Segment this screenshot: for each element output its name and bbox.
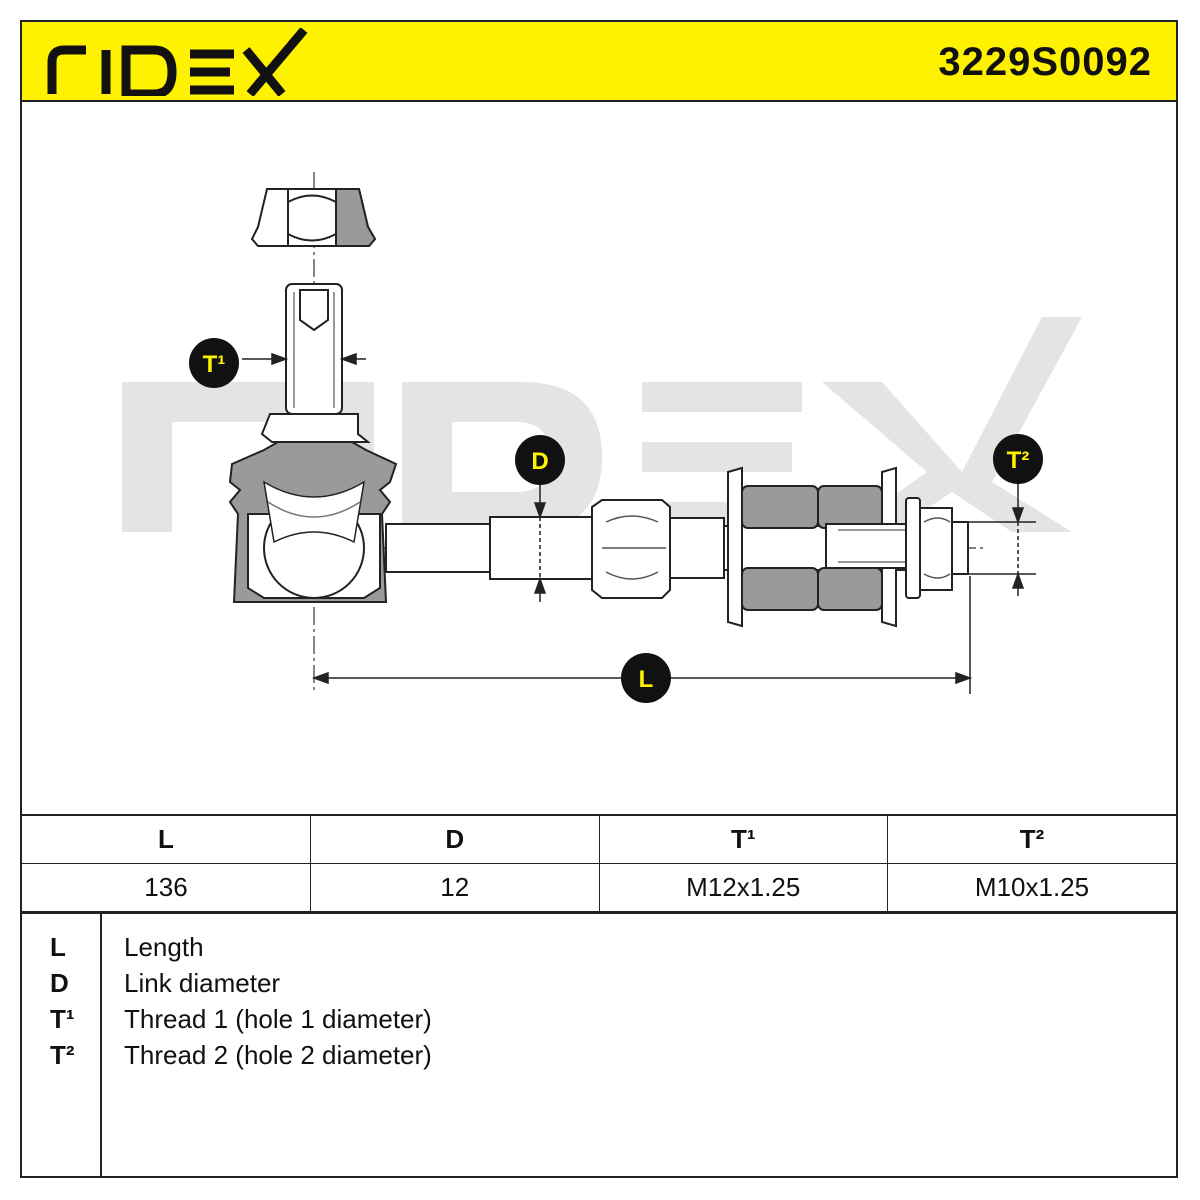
value-t1: M12x1.25	[598, 863, 888, 912]
legend-text: Length	[124, 932, 204, 962]
legend-text: Thread 1 (hole 1 diameter)	[124, 1004, 432, 1034]
part-number: 3229S0092	[938, 40, 1152, 84]
header-l: L	[22, 814, 311, 864]
label-l-marker: L	[621, 653, 671, 703]
label-l: L	[639, 666, 654, 693]
legend-key: L	[50, 932, 66, 962]
label-t2-marker: T²	[993, 434, 1043, 484]
dimension-t1	[242, 352, 366, 366]
header-t2: T²	[887, 814, 1176, 864]
legend: L Length D Link diameter T¹ Thread 1 (ho…	[22, 912, 1176, 1176]
label-d-marker: D	[515, 435, 565, 485]
header-t1: T¹	[598, 814, 888, 864]
upper-nut	[250, 188, 377, 247]
value-l: 136	[22, 863, 311, 912]
header-d: D	[310, 814, 600, 864]
label-t2: T²	[1007, 447, 1030, 474]
lower-nut	[905, 497, 969, 599]
spec-table: L D T¹ T² 136 12 M12x1.25 M10x1.25	[22, 814, 1176, 912]
upper-threaded-pin	[285, 283, 343, 415]
label-t1-marker: T¹	[189, 338, 239, 388]
legend-key: D	[50, 968, 69, 998]
legend-text: Link diameter	[124, 968, 281, 998]
value-d: 12	[310, 863, 600, 912]
technical-drawing: T¹ D	[22, 102, 1176, 814]
ball-joint-housing	[228, 413, 398, 603]
stabiliser-link-drawing: T¹ D	[122, 172, 1082, 703]
label-d: D	[531, 448, 548, 475]
legend-item: L Length	[22, 932, 1176, 968]
dimension-t2	[968, 482, 1036, 596]
spec-table-header-row: L D T¹ T²	[22, 814, 1176, 864]
legend-text: Thread 2 (hole 2 diameter)	[124, 1040, 432, 1070]
label-t1: T¹	[203, 351, 226, 378]
header-bar: 3229S0092	[22, 22, 1176, 102]
legend-item: T² Thread 2 (hole 2 diameter)	[22, 1040, 1176, 1076]
product-sheet: 3229S0092	[20, 20, 1178, 1178]
ridex-logo	[47, 28, 308, 96]
legend-item: D Link diameter	[22, 968, 1176, 1004]
value-t2: M10x1.25	[887, 863, 1176, 912]
dimension-d	[533, 482, 547, 602]
legend-key: T²	[50, 1040, 75, 1070]
legend-item: T¹ Thread 1 (hole 1 diameter)	[22, 1004, 1176, 1040]
spec-table-value-row: 136 12 M12x1.25 M10x1.25	[22, 863, 1176, 912]
legend-divider	[100, 914, 102, 1176]
legend-key: T¹	[50, 1004, 75, 1034]
